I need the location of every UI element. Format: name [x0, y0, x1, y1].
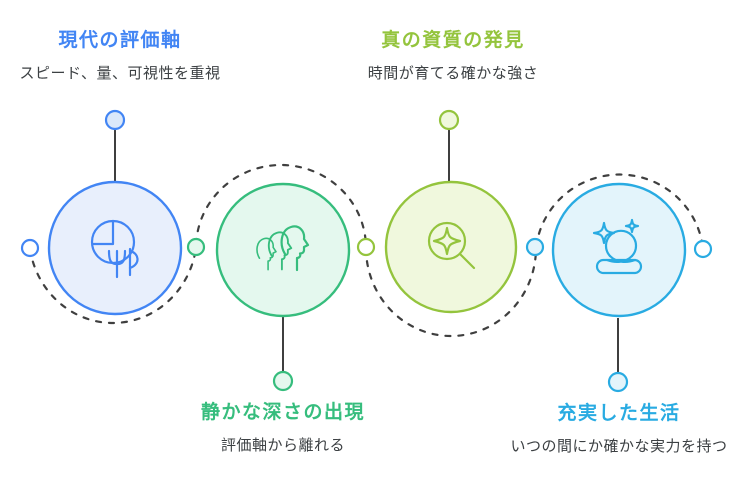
stem-step-3	[438, 109, 460, 183]
wave-dot-3-4	[525, 237, 545, 257]
label-step-2: 静かな深さの出現 評価軸から離れる	[201, 402, 365, 455]
label-step-3: 真の資質の発見 時間が育てる確かな強さ	[368, 30, 539, 83]
label-step-1: 現代の評価軸 スピード、量、可視性を重視	[20, 30, 221, 83]
wave-dot-end	[693, 239, 713, 259]
step-1-subtitle: スピード、量、可視性を重視	[19, 64, 221, 82]
stem-dot-step-3	[438, 109, 460, 131]
step-4-subtitle: いつの間にか確かな実力を持つ	[510, 437, 728, 455]
step-4-title: 充実した生活	[557, 403, 681, 424]
node-circle-step-1	[47, 180, 183, 316]
clock-metrics-icon	[90, 219, 139, 279]
stem-step-2	[272, 317, 294, 392]
step-2-title: 静かな深さの出現	[200, 402, 366, 423]
profile-faces-icon	[256, 225, 310, 272]
wave-dot-1-2	[186, 237, 206, 257]
label-step-4: 充実した生活 いつの間にか確かな実力を持つ	[510, 403, 727, 456]
stem-step-1	[104, 109, 126, 183]
sparkle-magnifier-icon	[427, 221, 476, 270]
node-circle-step-4	[551, 182, 687, 318]
node-circle-step-3	[384, 180, 518, 314]
meditation-sparkles-icon	[592, 218, 643, 275]
step-3-title: 真の資質の発見	[381, 30, 525, 51]
step-3-subtitle: 時間が育てる確かな強さ	[367, 64, 539, 82]
stem-dot-step-1	[104, 109, 126, 131]
wave-dot-start	[20, 238, 40, 258]
wave-dot-2-3	[356, 237, 376, 257]
step-1-title: 現代の評価軸	[58, 30, 182, 51]
stem-step-4	[607, 318, 629, 393]
stem-dot-step-4	[607, 371, 629, 393]
stem-dot-step-2	[272, 370, 294, 392]
step-2-subtitle: 評価軸から離れる	[220, 436, 346, 454]
